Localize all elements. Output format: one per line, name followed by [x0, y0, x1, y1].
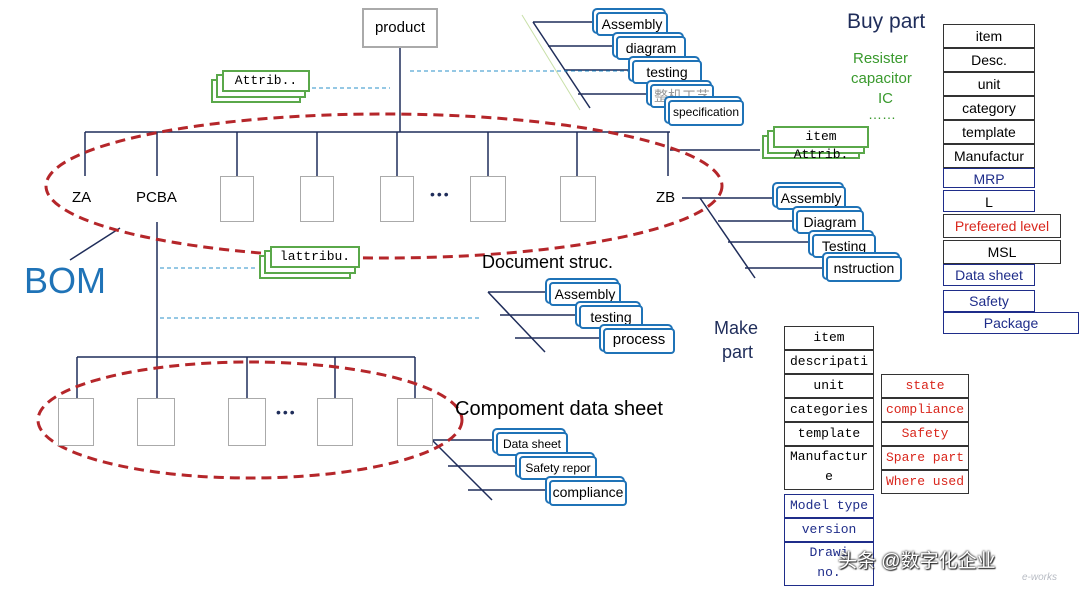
buy-item: Desc.: [943, 48, 1035, 72]
make-part-title: part: [722, 342, 754, 362]
make-item: Manufactur e: [784, 446, 874, 490]
buy-example: capacitor: [851, 70, 912, 87]
make-item: template: [784, 422, 874, 446]
node-box: [560, 176, 596, 222]
component-tag: Safety repor: [519, 456, 597, 480]
make-item: descripati: [784, 350, 874, 374]
node-box: [470, 176, 506, 222]
make-item-line: Manufactur: [789, 449, 868, 464]
ellipsis: •••: [276, 404, 297, 420]
doc-struc-tag: Assembly: [549, 282, 621, 306]
product-doc-tag: testing: [632, 60, 702, 84]
doc-struc-title: Document struc.: [482, 252, 614, 272]
doc-struc-tag: testing: [579, 305, 643, 329]
doc-struc-tag: process: [603, 328, 675, 354]
make-item: Model type: [784, 494, 874, 518]
component-tag: Data sheet: [496, 432, 568, 456]
make-attr: compliance: [881, 398, 969, 422]
za-node: ZA: [72, 189, 92, 206]
zb-doc-tag: nstruction: [826, 256, 902, 282]
component-title: Compoment data sheet: [455, 398, 663, 420]
attrib-tag: Attrib..: [222, 70, 310, 92]
buy-example: ……: [868, 106, 896, 122]
product-node: product: [362, 8, 438, 48]
zb-node: ZB: [656, 189, 676, 206]
buy-example: IC: [878, 90, 893, 107]
component-box: [58, 398, 94, 446]
make-attr: Safety: [881, 422, 969, 446]
component-box: [317, 398, 353, 446]
component-tag: compliance: [549, 480, 627, 506]
make-attr: state: [881, 374, 969, 398]
product-doc-tag: diagram: [616, 36, 686, 60]
zb-doc-tag: Diagram: [796, 210, 864, 234]
buy-example: Resister: [853, 50, 909, 67]
zb-doc-tag: Testing: [812, 234, 876, 258]
make-part-title: Make: [714, 318, 759, 338]
lattribu-tag: lattribu.: [270, 246, 360, 268]
make-item: categories: [784, 398, 874, 422]
make-item-line: no.: [817, 565, 841, 580]
component-box: [228, 398, 266, 446]
bom-label: BOM: [24, 260, 107, 301]
buy-item: template: [943, 120, 1035, 144]
make-item: version: [784, 518, 874, 542]
node-box: [380, 176, 414, 222]
ellipsis: •••: [430, 186, 451, 202]
make-item: item: [784, 326, 874, 350]
make-item-line: Drawi: [809, 545, 849, 560]
buy-item: Data sheet: [943, 264, 1035, 286]
component-box: [137, 398, 175, 446]
component-box: [397, 398, 433, 446]
buy-item: item: [943, 24, 1035, 48]
make-item: Drawi no.: [784, 542, 874, 586]
make-attr: Spare part: [881, 446, 969, 470]
buy-item: Manufactur: [943, 144, 1035, 168]
product-doc-tag: specification: [668, 100, 744, 126]
buy-item: unit: [943, 72, 1035, 96]
buy-item: Package: [943, 312, 1079, 334]
watermark-logo: e-works: [1022, 572, 1058, 583]
buy-part-title: Buy part: [847, 10, 926, 33]
node-box: [220, 176, 254, 222]
zb-doc-tag: Assembly: [776, 186, 846, 210]
buy-item: MSL: [943, 240, 1061, 264]
make-item-line: e: [825, 469, 833, 484]
make-item: unit: [784, 374, 874, 398]
buy-item: Safety: [943, 290, 1035, 312]
buy-item: category: [943, 96, 1035, 120]
item-attrib-tag: item Attrib.: [773, 126, 869, 162]
buy-item: L: [943, 190, 1035, 212]
watermark-text: 头条 @数字化企业: [838, 551, 996, 572]
product-doc-tag: Assembly: [596, 12, 668, 36]
buy-item: MRP: [943, 168, 1035, 188]
pcba-node: PCBA: [136, 189, 177, 206]
make-attr: Where used: [881, 470, 969, 494]
node-box: [300, 176, 334, 222]
buy-item: Prefeered level: [943, 214, 1061, 238]
